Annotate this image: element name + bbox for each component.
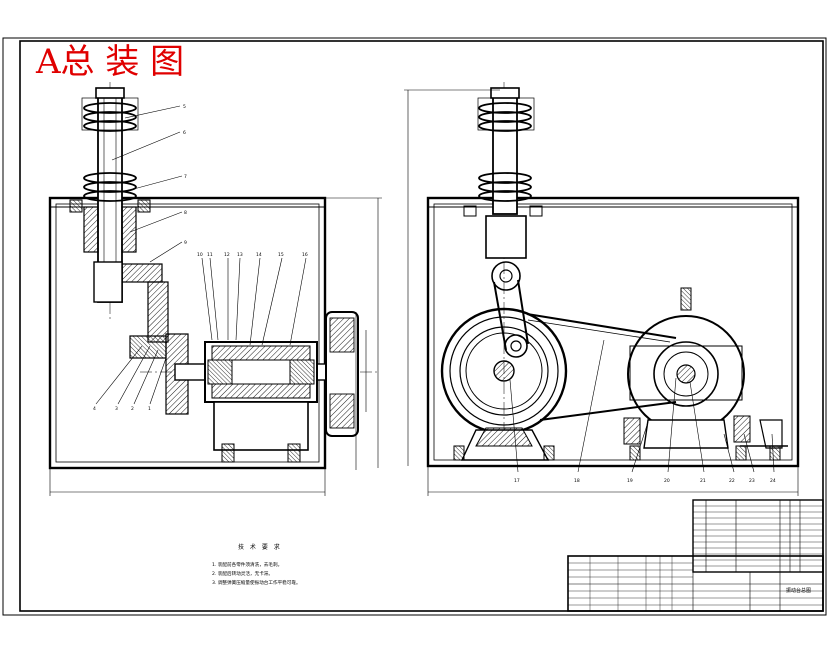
balloon-15: 15 <box>278 252 284 258</box>
balloon-1: 1 <box>148 406 151 412</box>
tech-note-3: 3. 调整弹簧压缩量使振动台工作平稳可靠。 <box>212 579 301 586</box>
balloon-16: 16 <box>302 252 308 258</box>
tech-note-1: 1. 装配前各零件须清洗，去毛刺。 <box>212 561 282 568</box>
balloon-6: 6 <box>183 130 186 136</box>
parts-list <box>692 499 824 573</box>
drawing-title: A总 装 图 <box>35 42 184 82</box>
balloon-17: 17 <box>514 478 520 484</box>
title-block <box>567 555 824 612</box>
balloon-21: 21 <box>700 478 706 484</box>
balloon-24: 24 <box>770 478 776 484</box>
balloon-9: 9 <box>184 240 187 246</box>
right-view <box>404 82 800 496</box>
balloon-22: 22 <box>729 478 735 484</box>
tech-note-2: 2. 装配后转动灵活，无卡滞。 <box>212 570 273 577</box>
left-view <box>48 82 382 496</box>
balloon-4: 4 <box>93 406 96 412</box>
outer-border <box>2 37 827 616</box>
title-block-drawing-name: 振动台总图 <box>786 587 811 594</box>
balloon-12: 12 <box>224 252 230 258</box>
technical-notes: 技 术 要 求 1. 装配前各零件须清洗，去毛刺。 2. 装配后转动灵活，无卡滞… <box>212 543 301 586</box>
tech-notes-heading: 技 术 要 求 <box>238 543 282 551</box>
balloon-3: 3 <box>115 406 118 412</box>
right-balloon-labels: 17 18 19 20 21 22 23 24 <box>514 478 776 484</box>
left-balloon-labels: 5 6 7 8 9 10 11 12 13 14 15 16 4 3 2 1 <box>93 104 308 412</box>
balloon-13: 13 <box>237 252 243 258</box>
balloon-10: 10 <box>197 252 203 258</box>
balloon-8: 8 <box>184 210 187 216</box>
balloon-18: 18 <box>574 478 580 484</box>
balloon-5: 5 <box>183 104 186 110</box>
balloon-14: 14 <box>256 252 262 258</box>
balloon-7: 7 <box>184 174 187 180</box>
balloon-19: 19 <box>627 478 633 484</box>
inner-border <box>19 40 824 612</box>
balloon-20: 20 <box>664 478 670 484</box>
balloon-2: 2 <box>131 406 134 412</box>
balloon-11: 11 <box>207 252 213 258</box>
balloon-23: 23 <box>749 478 755 484</box>
